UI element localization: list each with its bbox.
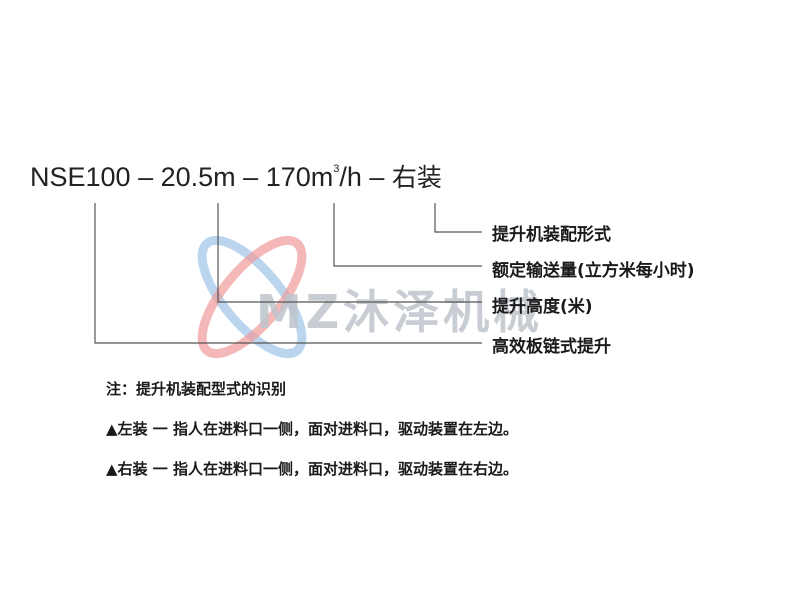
note-left-assembly: ▲左装 一 指人在进料口一侧，面对进料口，驱动装置在左边。 xyxy=(106,420,518,438)
label-lift-height: 提升高度(米) xyxy=(492,297,593,317)
model-code: NSE100 – 20.5m – 170m3/h – 右装 xyxy=(30,158,442,194)
watermark-text: MZ沐泽机械 xyxy=(256,285,544,339)
label-chain-type: 高效板链式提升 xyxy=(492,337,611,357)
connector-capacity xyxy=(333,203,482,267)
separator: – xyxy=(235,162,266,192)
model-height: 20.5m xyxy=(160,162,236,192)
model-capacity: 170m3/h xyxy=(265,162,362,192)
connector-assembly xyxy=(434,203,482,233)
label-rated-capacity: 额定输送量(立方米每小时) xyxy=(492,261,695,281)
connector-type xyxy=(94,203,482,344)
note-title: 注：提升机装配型式的识别 xyxy=(106,380,287,398)
separator: – xyxy=(130,162,161,192)
label-assembly-form: 提升机装配形式 xyxy=(492,225,611,245)
model-series: NSE100 xyxy=(30,162,131,192)
model-assembly: 右装 xyxy=(391,163,442,192)
separator: – xyxy=(361,162,392,192)
note-right-assembly: ▲右装 一 指人在进料口一侧，面对进料口，驱动装置在右边。 xyxy=(106,460,518,478)
connector-height xyxy=(217,203,482,303)
